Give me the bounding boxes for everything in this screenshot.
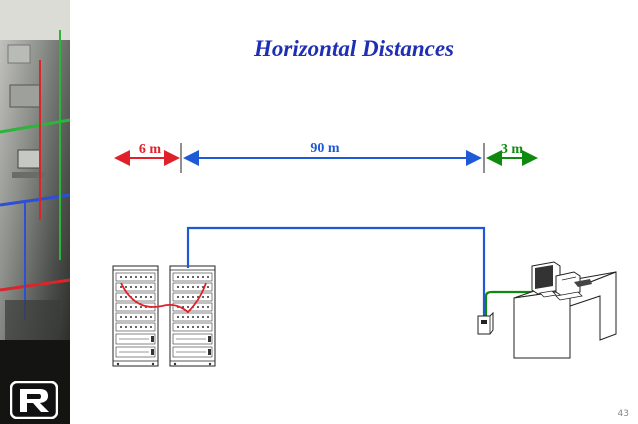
- slide-title: Horizontal Distances: [253, 36, 454, 61]
- equipment-rack-icon: [169, 265, 216, 367]
- work-area-cord: [484, 290, 540, 320]
- page-number: 43: [617, 409, 629, 419]
- patch-cord: [120, 282, 207, 314]
- wall-outlet-icon: [477, 311, 494, 335]
- sidebar-image: [0, 0, 70, 424]
- equipment-rack-icon: [112, 265, 159, 367]
- horizontal-cable: [186, 226, 486, 316]
- computer-workstation-icon: [513, 261, 617, 359]
- logo-icon: [10, 381, 58, 419]
